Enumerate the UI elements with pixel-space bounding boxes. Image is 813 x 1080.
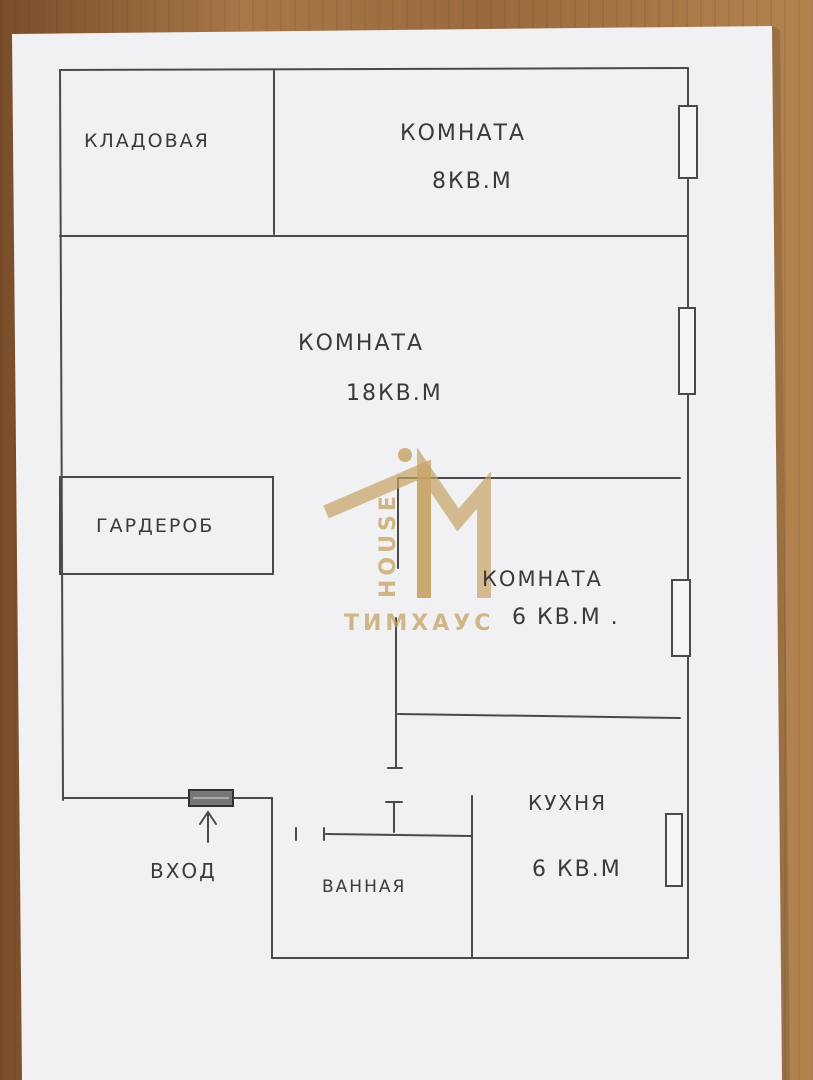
- room-wardrobe-name: ГАРДЕРОБ: [96, 515, 214, 537]
- room-small-name: КОМНАТА: [400, 121, 526, 146]
- room-large-area: 18КВ.М: [346, 381, 443, 406]
- entrance-label: ВХОД: [150, 859, 217, 883]
- watermark-logo: [323, 447, 491, 598]
- wall-left: [59, 69, 64, 801]
- room-large-name: КОМНАТА: [298, 331, 424, 356]
- wall-top: [59, 67, 689, 71]
- plan-lines: [59, 67, 689, 959]
- paper-shadow: [772, 26, 790, 1080]
- wall-bath-top: [325, 833, 473, 837]
- window-4: [665, 813, 683, 887]
- watermark-caption: ТИМХАУС: [344, 611, 494, 636]
- room-bathroom-name: ВАННАЯ: [322, 877, 406, 897]
- window-1: [678, 105, 698, 179]
- windows: [665, 105, 698, 887]
- window-3: [671, 579, 691, 657]
- room-mid-area: 6 КВ.М .: [512, 605, 620, 630]
- window-2: [678, 307, 696, 395]
- room-kitchen-name: КУХНЯ: [528, 791, 607, 815]
- room-mid-name: КОМНАТА: [482, 567, 603, 591]
- watermark-vertical-text: HOUSE: [376, 492, 401, 598]
- wall-room-mid-bottom: [397, 713, 681, 719]
- room-storage-name: КЛАДОВАЯ: [84, 130, 210, 152]
- room-kitchen-area: 6 КВ.М: [532, 857, 622, 882]
- logo-dot: [398, 448, 412, 462]
- room-small-area: 8КВ.М: [432, 169, 513, 194]
- logo-m-shape: [417, 447, 491, 598]
- entrance-arrow-head: [199, 810, 217, 825]
- wardrobe-outline: [59, 476, 274, 575]
